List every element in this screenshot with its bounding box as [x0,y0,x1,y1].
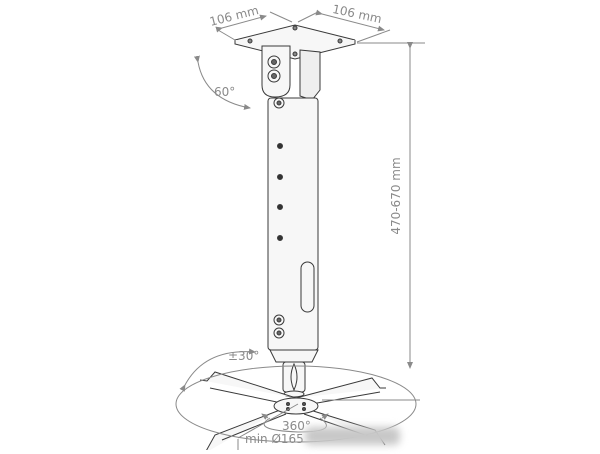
extension-pole [267,97,319,351]
tilt-angle-label: 60° [214,85,236,99]
dimension-lines [175,9,425,450]
ceiling-plate [234,24,356,60]
swivel-joint [269,349,319,398]
watermark-blur [305,427,400,445]
min-diameter-label: min Ø165 [245,432,304,446]
rotation-angle-label: 360° [282,419,311,433]
tilt-bracket [261,45,321,101]
swivel-angle-label: ±30° [228,349,260,363]
height-range-label: 470-670 mm [389,157,403,235]
